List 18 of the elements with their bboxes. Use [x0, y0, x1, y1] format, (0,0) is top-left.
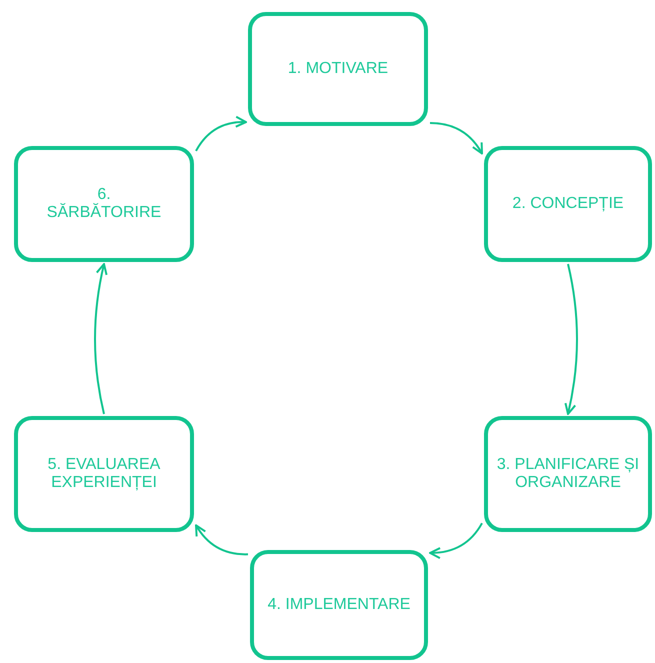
step-box — [484, 416, 652, 532]
step-box — [14, 146, 194, 262]
step-label: 5. EVALUAREA EXPERIENȚEI — [46, 456, 162, 492]
step-label: 4. IMPLEMENTARE — [268, 596, 410, 614]
step-box — [484, 146, 652, 262]
step-label: 6. SĂRBĂTORIRE — [46, 186, 162, 222]
step-box — [248, 12, 428, 126]
curved-arrow — [430, 122, 483, 155]
step-box — [14, 416, 194, 532]
step-box — [250, 550, 428, 660]
curved-arrow — [564, 264, 578, 415]
step-label: 3. PLANIFICARE ȘI ORGANIZARE — [496, 456, 640, 492]
step-label: 2. CONCEPȚIE — [512, 195, 624, 213]
step-label: 1. MOTIVARE — [288, 60, 388, 78]
curved-arrow — [195, 524, 248, 556]
curved-arrow — [429, 522, 483, 559]
curved-arrow — [94, 263, 108, 414]
curved-arrow — [195, 116, 247, 152]
